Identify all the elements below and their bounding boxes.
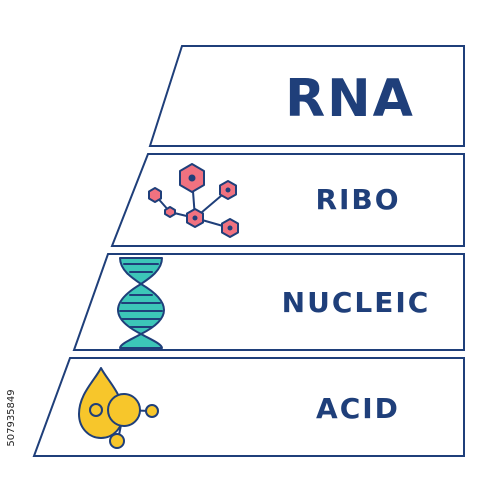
row-panel-ribo: RIBO xyxy=(110,153,465,247)
title-panel: RNA xyxy=(148,45,465,147)
row-panel-nucleic: NUCLEIC xyxy=(72,253,465,351)
row-panel-acid: ACID xyxy=(32,357,465,457)
row-label-ribo: RIBO xyxy=(315,183,400,216)
title-panel-shape xyxy=(148,45,465,147)
row-panel-shape xyxy=(32,357,465,457)
row-label-acid: ACID xyxy=(316,392,400,425)
side-code-text: 507935849 xyxy=(6,389,17,446)
title-text: RNA xyxy=(285,69,415,129)
row-panel-shape xyxy=(72,253,465,351)
row-label-nucleic: NUCLEIC xyxy=(282,286,431,319)
row-panel-shape xyxy=(110,153,465,247)
acid-drop-icon xyxy=(78,367,159,449)
molecule-icon xyxy=(148,163,239,238)
dna-helix-icon xyxy=(117,257,165,349)
